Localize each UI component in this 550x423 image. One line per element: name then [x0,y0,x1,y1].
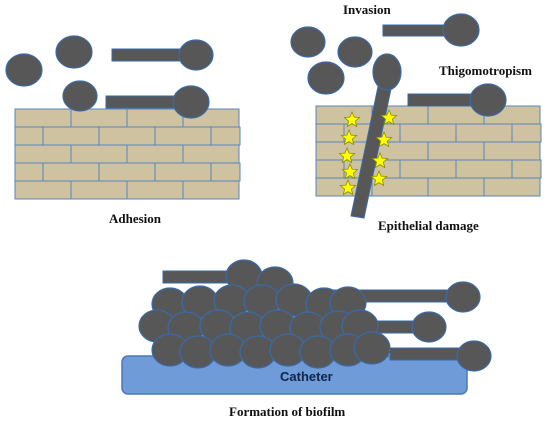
invasion-wall-brick [483,177,541,197]
adhesion-wall-brick [126,108,184,128]
invasion-wall-brick [399,159,457,179]
invasion-wall-brick [483,141,541,161]
adhesion-hypha-bottom-head [172,85,210,119]
catheter-label: Catheter [280,369,333,384]
penetrating-hypha-head [372,53,402,91]
adhesion-wall-brick [126,180,184,200]
adhesion-wall-brick [126,144,184,164]
damage-star [343,110,361,128]
thigmotropism-hypha-head [469,83,507,117]
adhesion-wall-brick [42,162,100,182]
adhesion-wall-brick [42,126,100,146]
adhesion-wall-brick [70,108,128,128]
yeast-cell [337,36,373,68]
adhesion-wall-brick [98,126,156,146]
damage-star [380,108,398,126]
damage-star [371,151,389,169]
invasion-wall-brick [315,123,345,143]
yeast-cell [62,80,98,112]
adhesion-label: Adhesion [109,211,162,226]
adhesion-wall-brick [14,180,72,200]
invasion-hypha-filament [382,24,452,37]
invasion-label: Invasion [343,2,391,17]
biofilm-hypha-right-2-head [411,311,447,343]
invasion-wall-brick [315,105,373,125]
adhesion-wall-brick [154,162,212,182]
adhesion-wall-brick [210,162,241,182]
thigmotropism-hypha-filament [407,93,477,107]
adhesion-wall-brick [98,162,156,182]
invasion-wall-brick [399,123,457,143]
damage-star [339,178,357,196]
adhesion-wall-brick [14,126,44,146]
yeast-cell [307,61,345,95]
adhesion-wall-brick [182,180,240,200]
adhesion-hypha-top-filament [111,48,187,62]
invasion-wall-brick [455,123,513,143]
adhesion-hypha-top-head [178,39,214,71]
invasion-wall-brick [511,159,542,179]
adhesion-wall-brick [210,126,241,146]
biofilm-hypha-right-1-head [445,281,481,313]
yeast-cell [55,35,93,69]
invasion-wall-brick [315,159,345,179]
adhesion-wall-brick [14,108,72,128]
adhesion-wall-brick [154,126,212,146]
adhesion-wall-brick [14,162,44,182]
epithelium-layers [14,105,542,200]
invasion-wall-brick [511,123,542,143]
biofilm-cell [353,331,391,365]
damage-star [375,130,393,148]
yeast-cell [5,53,43,87]
invasion-hypha-head [442,13,480,47]
adhesion-wall-brick [70,180,128,200]
biofilm-label: Formation of biofilm [229,404,346,419]
epithelial-damage-label: Epithelial damage [378,218,479,233]
adhesion-wall-brick [70,144,128,164]
biofilm-hypha-right-3-head [456,340,492,372]
yeast-cell [290,26,326,58]
damage-star [340,128,358,146]
fungal-cells [5,13,507,395]
damage-star [370,169,388,187]
invasion-wall-brick [427,177,485,197]
damage-star [341,162,359,180]
adhesion-hypha-bottom-filament [105,95,185,109]
adhesion-wall-brick [182,144,240,164]
invasion-wall-brick [455,159,513,179]
thigmotropism-label: Thigomotropism [439,63,532,78]
adhesion-wall-brick [14,144,72,164]
invasion-wall-brick [427,141,485,161]
damage-stars [338,108,398,196]
damage-star [338,146,356,164]
